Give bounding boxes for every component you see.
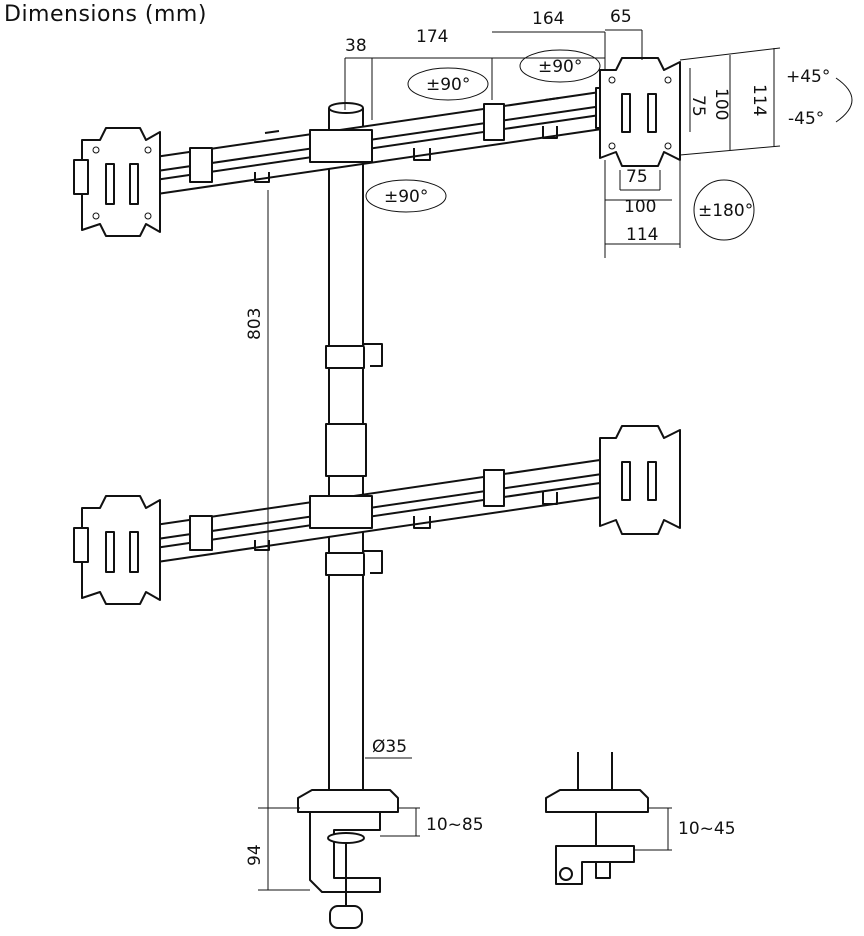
desk-clamp-a bbox=[297, 789, 399, 929]
swivel-pole-label: ±90° bbox=[384, 187, 428, 207]
grommet-clamp-b bbox=[545, 752, 649, 885]
vesa-plate-top-right bbox=[599, 57, 681, 167]
vesa-plate-bottom-right bbox=[599, 425, 681, 535]
rotation-arrows bbox=[365, 49, 853, 241]
dim-pole-diameter: Ø35 bbox=[372, 737, 407, 757]
bottom-arm bbox=[154, 459, 603, 563]
dim-base-height: 94 bbox=[245, 844, 265, 866]
dim-vesa-mid-w: 100 bbox=[624, 197, 656, 217]
dim-arm-inner: 174 bbox=[416, 27, 448, 47]
dim-clamp-range-b: 10~45 bbox=[678, 819, 736, 839]
top-arm bbox=[154, 87, 615, 195]
vesa-plate-bottom-left bbox=[73, 495, 161, 605]
dimension-lines bbox=[258, 29, 781, 891]
dim-vesa-large-h: 114 bbox=[749, 84, 769, 116]
dim-vesa-small-w: 75 bbox=[626, 167, 648, 187]
dim-clamp-range-a: 10~85 bbox=[426, 815, 484, 835]
dim-vesa-mid-h: 100 bbox=[711, 88, 731, 120]
pole bbox=[325, 102, 383, 790]
dim-vesa-large-w: 114 bbox=[626, 225, 658, 245]
dim-arm-offset: 38 bbox=[345, 36, 367, 56]
rotate-label: ±180° bbox=[698, 201, 753, 221]
dim-vesa-small-h: 75 bbox=[688, 95, 708, 117]
dim-arm-outer: 164 bbox=[532, 9, 564, 29]
tilt-minus-label: -45° bbox=[788, 109, 824, 129]
swivel-top-right-label: ±90° bbox=[538, 57, 582, 77]
dim-plate-depth: 65 bbox=[610, 7, 632, 27]
diagram-title: Dimensions (mm) bbox=[4, 2, 207, 27]
dim-pole-height: 803 bbox=[245, 308, 265, 340]
swivel-top-left-label: ±90° bbox=[426, 75, 470, 95]
vesa-plate-top-left bbox=[73, 127, 161, 237]
tilt-plus-label: +45° bbox=[786, 67, 830, 87]
